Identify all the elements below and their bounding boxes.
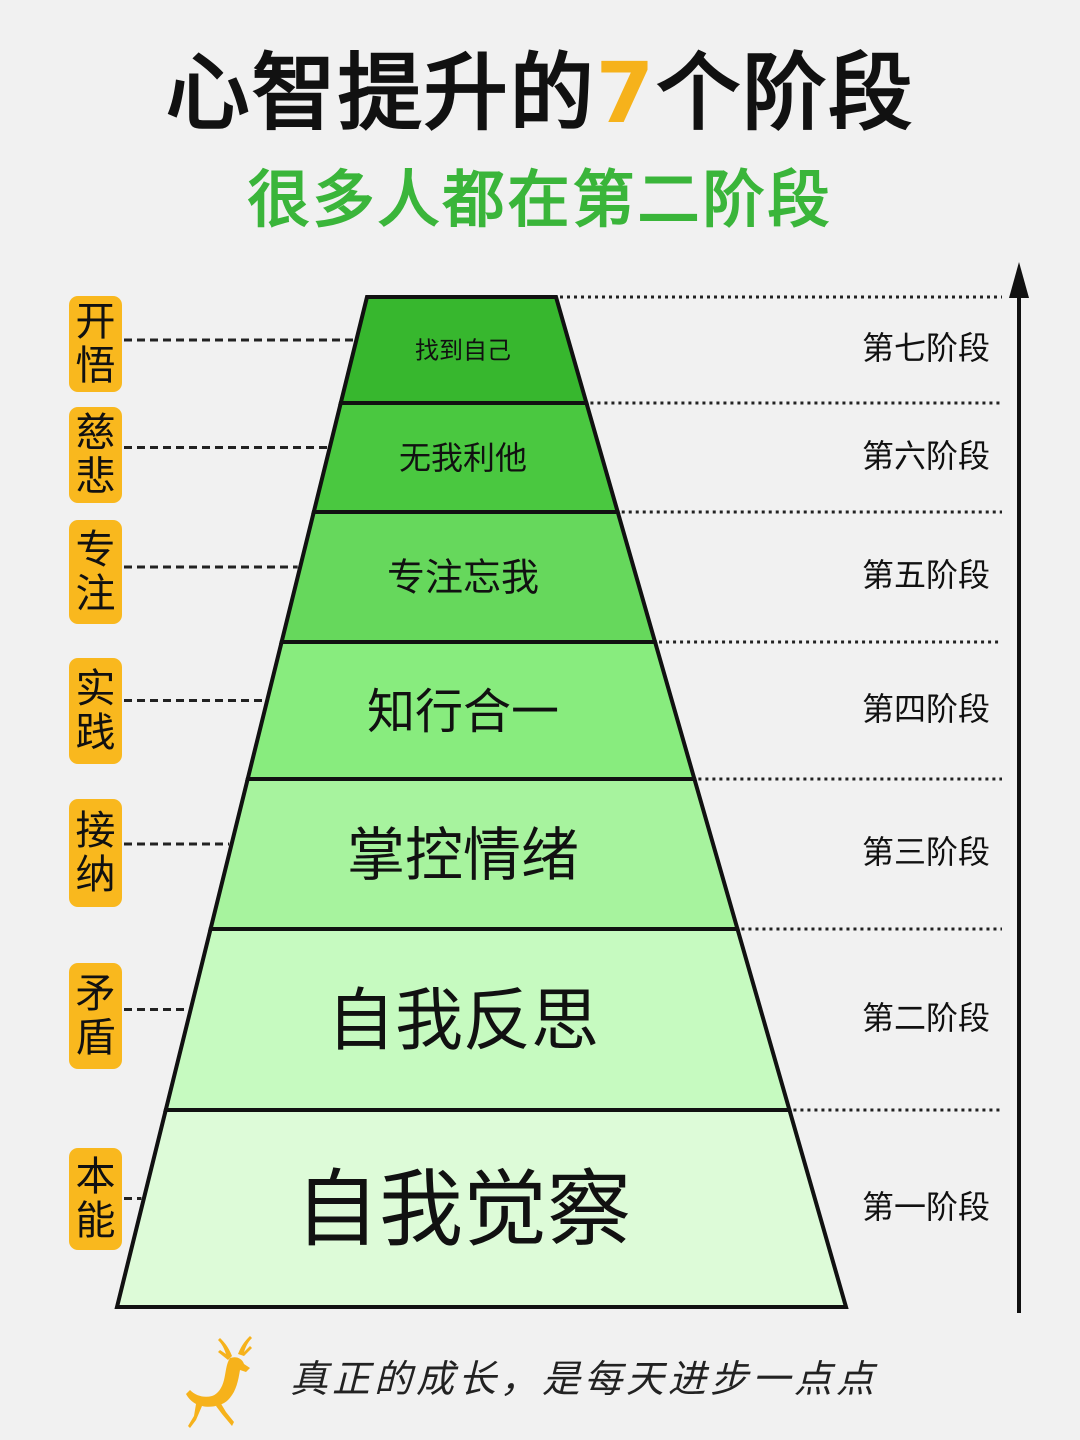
- pyramid-label: 无我利他: [399, 439, 527, 477]
- level-tag-label: 开悟: [75, 299, 116, 389]
- title-highlight-number: 7: [595, 44, 657, 142]
- pyramid-label: 专注忘我: [387, 556, 539, 600]
- pyramid-label: 找到自己: [415, 337, 511, 365]
- level-tag: 开悟: [69, 296, 122, 392]
- level-tag: 专注: [69, 520, 122, 624]
- level-tag-label: 接纳: [75, 808, 116, 898]
- level-tag-label: 矛盾: [75, 971, 116, 1061]
- stage-label: 第四阶段: [862, 689, 991, 728]
- stage-label: 第六阶段: [862, 436, 991, 475]
- page-subtitle: 很多人都在第二阶段: [247, 163, 833, 236]
- level-tag: 矛盾: [69, 963, 122, 1069]
- title-suffix: 个阶段: [656, 44, 915, 142]
- level-tag: 本能: [69, 1148, 122, 1250]
- stage-label: 第七阶段: [862, 329, 991, 367]
- level-tag: 接纳: [69, 799, 122, 907]
- guide-lines: [124, 295, 1002, 1200]
- level-tag-label: 慈悲: [75, 410, 116, 500]
- level-tag-label: 专注: [75, 527, 116, 617]
- title-prefix: 心智提升的: [165, 44, 596, 142]
- stage-label: 第二阶段: [862, 998, 991, 1037]
- pyramid-label: 掌控情绪: [347, 821, 579, 889]
- pyramid-layer-7: [114, 1108, 849, 1309]
- pyramid-label: 知行合一: [367, 684, 559, 740]
- stage-label: 第三阶段: [862, 833, 991, 871]
- stage-label: 第一阶段: [862, 1187, 991, 1226]
- footer-slogan: 真正的成长，是每天进步一点点: [290, 1357, 879, 1401]
- level-tag: 实践: [69, 658, 122, 764]
- pyramid-label: 自我觉察: [295, 1161, 631, 1259]
- page-title: 心智提升的7个阶段: [0, 38, 1080, 148]
- stage-label: 第五阶段: [862, 556, 991, 594]
- level-tag-label: 实践: [75, 666, 116, 756]
- level-tag: 慈悲: [69, 407, 122, 503]
- progress-arrow-icon: [1009, 262, 1029, 1313]
- pyramid-label: 自我反思: [327, 982, 599, 1061]
- deer-logo-icon: [186, 1336, 252, 1428]
- level-tag-label: 本能: [75, 1154, 116, 1244]
